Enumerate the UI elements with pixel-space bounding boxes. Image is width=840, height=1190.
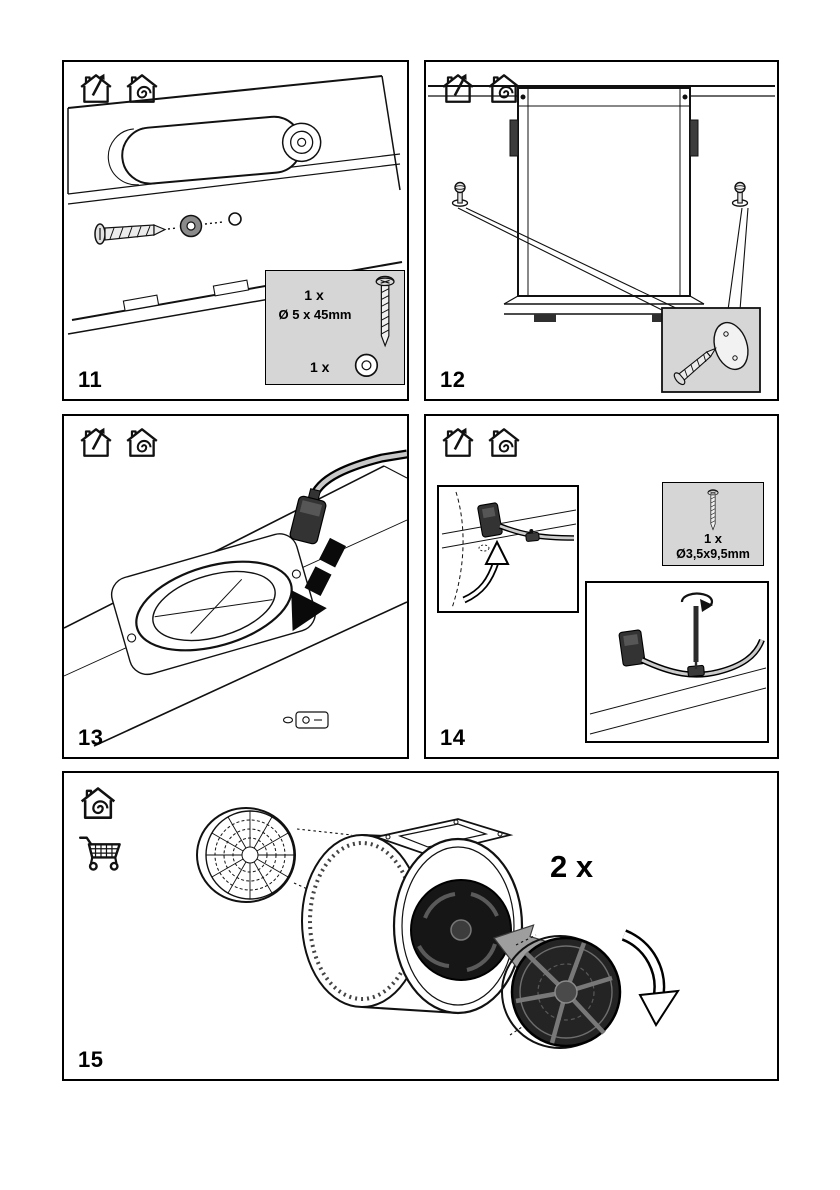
step-number: 15 [78, 1047, 104, 1072]
step-14-illustration [437, 485, 769, 743]
screw-qty-label: 1 x [304, 287, 324, 303]
parts-callout-art [354, 275, 395, 377]
step-15-illustration [196, 807, 680, 1049]
screw-icon [375, 275, 395, 347]
fan-wheel [410, 879, 512, 981]
mounting-flange [372, 818, 514, 856]
parts-callout: 1 x Ø3,5x9,5mm [662, 482, 764, 566]
cable-clamp [525, 529, 540, 542]
insert-arrow [291, 537, 347, 632]
panel-step-14: 1 x Ø3,5x9,5mm 14 [424, 414, 779, 759]
house-exhaust-icon [441, 426, 475, 458]
step-number: 12 [440, 367, 466, 392]
panel-step-15: 2 x 15 [62, 771, 779, 1081]
clamp-screw-detail [585, 581, 769, 743]
step-number: 13 [78, 725, 104, 750]
blower-unit [503, 87, 705, 322]
screwdriver-icon [680, 592, 714, 669]
mounting-hole [228, 212, 242, 226]
step-number: 11 [78, 367, 103, 392]
blower-housing [301, 818, 524, 1015]
mode-icons [78, 426, 160, 458]
step-11-illustration [67, 75, 403, 335]
step-12-illustration [428, 85, 775, 393]
alignment-dots [167, 227, 178, 230]
wall-screw-right-icon [731, 181, 749, 207]
screw-size-label: Ø 5 x 45mm [278, 307, 352, 322]
step-number: 14 [440, 725, 466, 750]
cable-routing-detail [437, 485, 579, 613]
mode-icons [78, 785, 124, 872]
house-exhaust-icon [79, 426, 113, 458]
house-exhaust-icon [79, 72, 113, 104]
power-cable [308, 449, 407, 501]
power-connector [477, 502, 503, 538]
panel-step-12: 12 [424, 60, 779, 401]
screw-washer-assembly [94, 212, 242, 245]
house-recirculation-icon [488, 74, 520, 103]
rotation-arrow [621, 929, 680, 1027]
screw-icon [673, 347, 717, 386]
mode-icons [78, 72, 160, 104]
screw-qty-label: 1 x [703, 531, 723, 546]
blower-roller [107, 115, 322, 186]
mode-icons [440, 72, 522, 104]
washer-icon [179, 214, 203, 238]
house-recirculation-icon [126, 74, 158, 103]
parts-callout: 1 x Ø 5 x 45mm 1 x [265, 270, 405, 385]
mode-icons [440, 426, 522, 458]
detail-inset [661, 307, 761, 393]
washer-qty-label: 1 x [310, 359, 330, 375]
carbon-filter-left [196, 807, 296, 903]
direction-arrow [462, 539, 510, 604]
house-recirculation-icon [126, 428, 158, 457]
duct-flange [110, 533, 316, 676]
power-connector [618, 629, 646, 667]
hood-underside [67, 75, 403, 335]
house-recirculation-icon [80, 787, 116, 819]
power-connector [289, 488, 327, 545]
wall-screw-left-icon [451, 181, 469, 207]
quantity-label: 2 x [550, 849, 594, 884]
cover-cap [713, 321, 749, 371]
screw-size-label: Ø3,5x9,5mm [676, 547, 750, 561]
panel-step-13: 13 [62, 414, 409, 759]
screw-icon [94, 223, 167, 245]
shopping-cart-icon [78, 836, 121, 871]
alignment-dots [204, 221, 224, 225]
step-13-illustration [64, 449, 407, 747]
screw-icon [707, 489, 719, 531]
clamp-mount-detail [282, 711, 329, 729]
house-exhaust-icon [441, 72, 475, 104]
washer-icon [354, 353, 379, 377]
callout-pointer-lines [457, 207, 749, 313]
panel-step-11: 1 x Ø 5 x 45mm 1 x 11 [62, 60, 409, 401]
carbon-filter-right [501, 935, 622, 1049]
house-recirculation-icon [488, 428, 520, 457]
